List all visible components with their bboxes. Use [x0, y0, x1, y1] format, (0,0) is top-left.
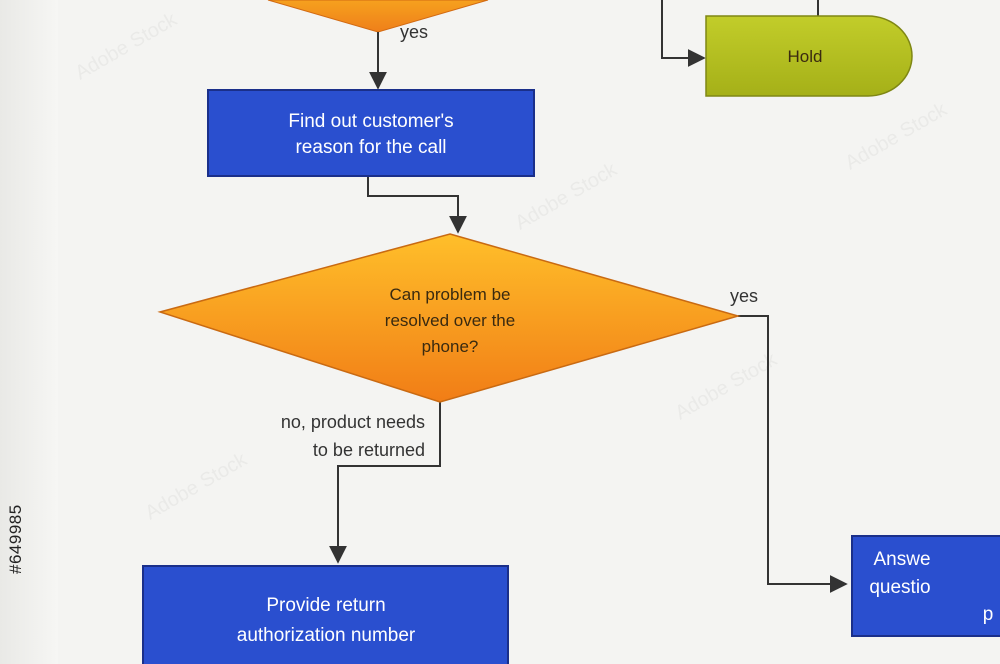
decision-diamond: [157, 233, 741, 403]
answer-label-line2: questio: [869, 577, 930, 598]
watermark: Adobe Stock: [672, 348, 782, 424]
return-auth-label-line1: Provide return: [266, 595, 385, 616]
decision-label-line3: phone?: [422, 337, 479, 356]
paper-edge: [0, 0, 58, 664]
watermark: Adobe Stock: [842, 98, 952, 174]
watermark: Adobe Stock: [142, 448, 252, 524]
return-auth-label-line2: authorization number: [237, 625, 416, 646]
find-reason-box: [207, 89, 535, 177]
watermark: Adobe Stock: [72, 8, 182, 84]
answer-label-line1: Answe: [873, 549, 930, 570]
connector-decision-no: [329, 400, 441, 564]
hold-label: Hold: [788, 47, 823, 66]
image-id-text: #649985: [6, 504, 25, 574]
decision-label-line1: Can problem be: [390, 285, 511, 304]
answer-box: [851, 535, 1000, 637]
top-decision-shape: [267, 0, 489, 33]
decision-label-line2: resolved over the: [385, 311, 515, 330]
connector-find-to-decision: [367, 176, 467, 234]
hold-shape: [705, 15, 913, 97]
find-reason-label-line1: Find out customer's: [288, 111, 453, 132]
answer-label-line3: p: [983, 604, 994, 625]
find-reason-label-line2: reason for the call: [295, 137, 446, 158]
connector-to-hold: [661, 0, 706, 67]
decision-no-label-line2: to be returned: [313, 440, 425, 460]
connector-decision-yes: [738, 315, 848, 593]
return-auth-box: [142, 565, 509, 664]
decision-no-label-line1: no, product needs: [281, 412, 425, 432]
decision-yes-label: yes: [730, 286, 758, 306]
top-yes-label: yes: [400, 22, 428, 42]
